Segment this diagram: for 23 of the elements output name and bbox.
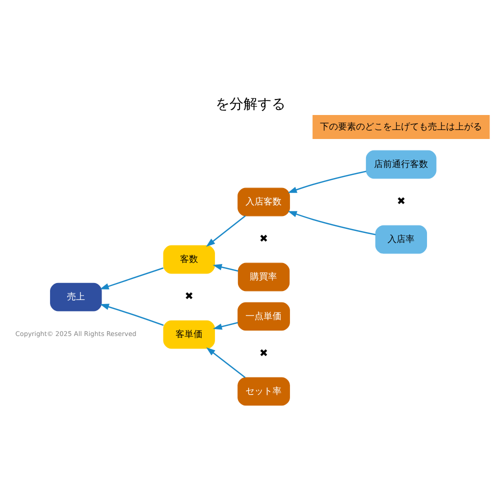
node-box: 購買率 xyxy=(237,262,290,292)
arrow xyxy=(206,347,246,378)
node-box: 入店客数 xyxy=(237,188,290,216)
arrow xyxy=(212,322,238,330)
node-box: セット率 xyxy=(237,377,290,406)
node-box: 客数 xyxy=(162,245,214,274)
arrow xyxy=(99,267,164,290)
arrow xyxy=(99,304,164,326)
label: ✖ xyxy=(184,290,193,302)
arrow xyxy=(287,211,376,236)
arrow xyxy=(206,215,246,247)
node-box: 店前通行客数 xyxy=(365,150,436,179)
label: 下の要素のどこを上げても売上は上がる xyxy=(320,122,482,132)
node-box: 客単価 xyxy=(162,320,214,349)
node-box: 一点単価 xyxy=(237,302,290,331)
node-box: 入店率 xyxy=(374,225,427,254)
label: ✖ xyxy=(258,232,268,245)
label: ✖ xyxy=(396,195,405,208)
arrow xyxy=(287,170,366,193)
node-box: 売上 xyxy=(50,282,102,312)
label: ✖ xyxy=(258,347,268,360)
arrow xyxy=(212,264,238,272)
diagram-title: を分解する xyxy=(215,96,285,113)
